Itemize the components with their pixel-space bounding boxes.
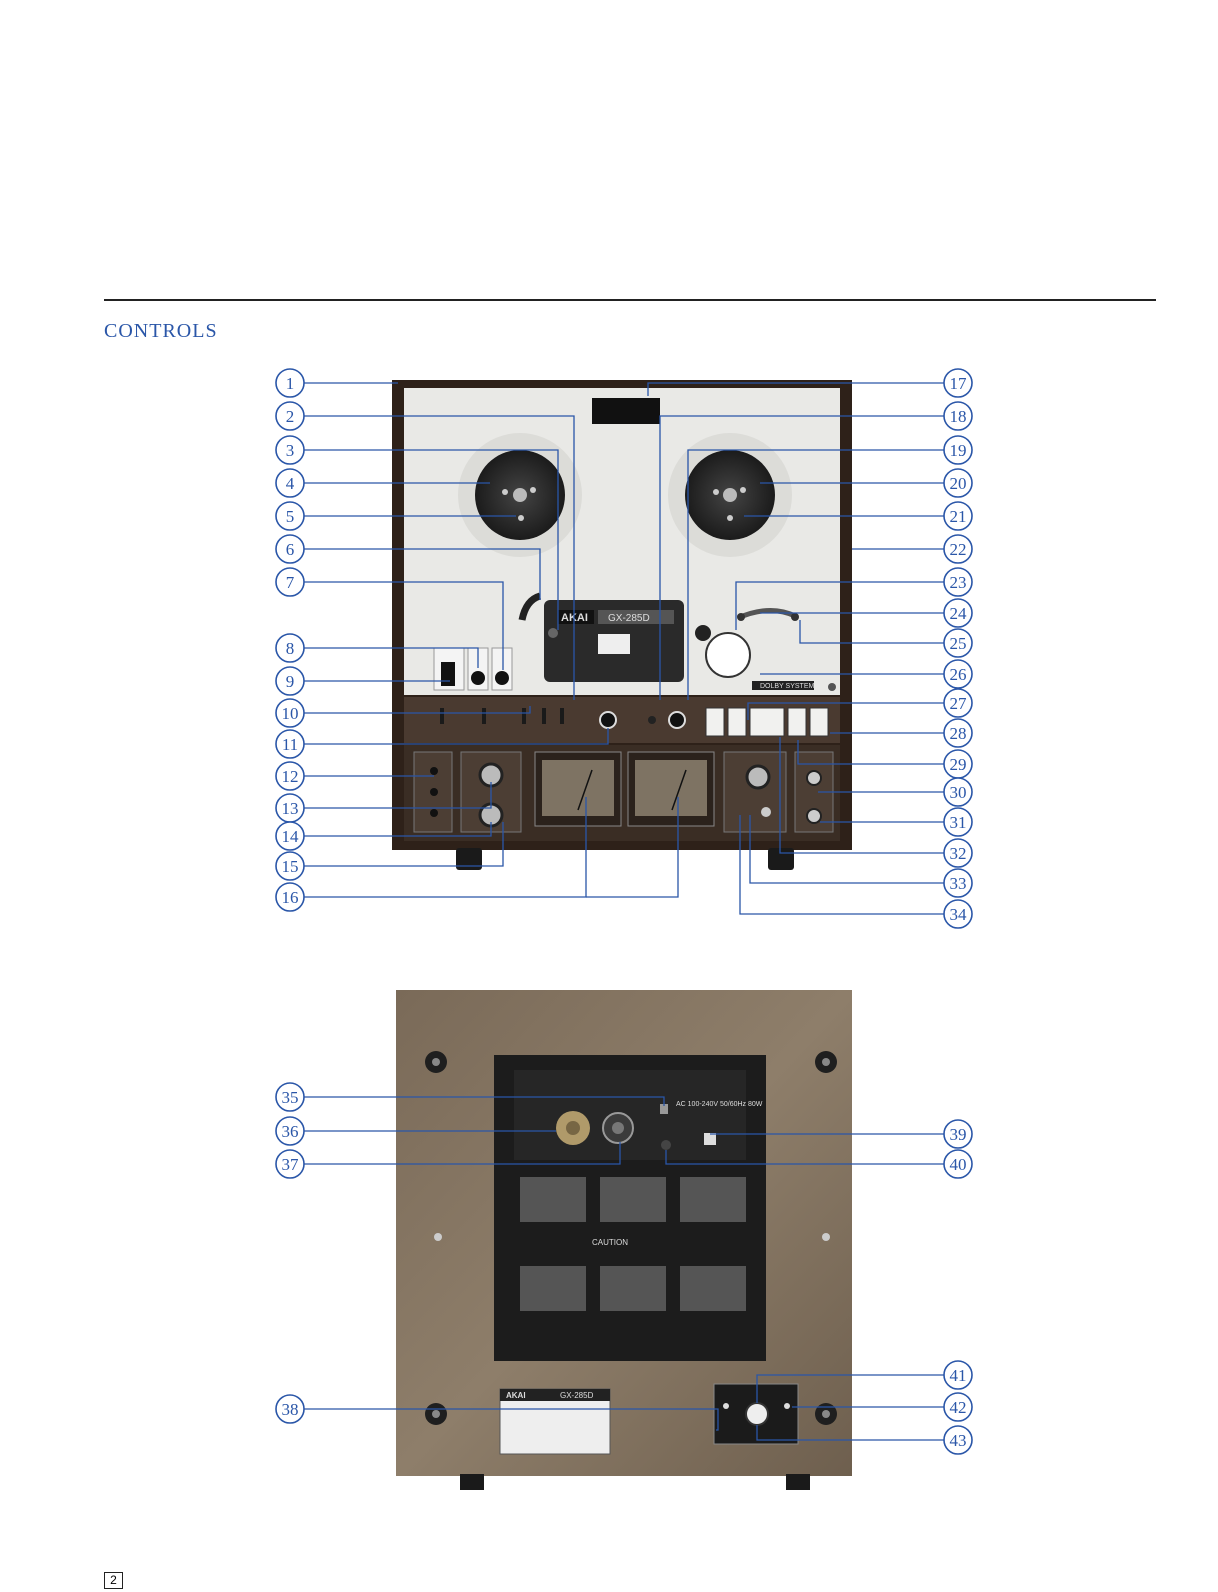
rewind-button: [706, 708, 724, 736]
output-level-knob: [747, 766, 769, 788]
callout-number: 39: [950, 1125, 967, 1144]
callout-number: 36: [282, 1122, 299, 1141]
headphone-jack: [495, 671, 509, 685]
rear-panel-photo: AC 100-240V 50/60Hz 80W CAUTION AKAI GX-…: [396, 990, 852, 1490]
callout-number: 7: [286, 573, 295, 592]
play-button: [728, 708, 746, 736]
callout-number: 42: [950, 1398, 967, 1417]
callout-number: 20: [950, 474, 967, 493]
callout-number: 16: [282, 888, 299, 907]
callout-number: 33: [950, 874, 967, 893]
page-number: 2: [104, 1572, 123, 1589]
callout-number: 22: [950, 540, 967, 559]
stop-button: [750, 708, 784, 736]
callout-number: 28: [950, 724, 967, 743]
rear-callouts-left: 35 36 37 38: [276, 1083, 304, 1423]
callout-number: 18: [950, 407, 967, 426]
callout-number: 25: [950, 634, 967, 653]
callout-number: 6: [286, 540, 295, 559]
callout-number: 21: [950, 507, 967, 526]
callout-number: 40: [950, 1155, 967, 1174]
callout-number: 32: [950, 844, 967, 863]
callout-number: 31: [950, 813, 967, 832]
ac-cord-entry: [661, 1140, 671, 1150]
callout-number: 41: [950, 1366, 967, 1385]
callout-number: 15: [282, 857, 299, 876]
front-model-label: GX-285D: [608, 613, 650, 624]
callout-number: 19: [950, 441, 967, 460]
left-reel-hub: [513, 488, 527, 502]
pinch-roller: [695, 625, 711, 641]
front-foot-left: [456, 848, 482, 870]
callout-number: 26: [950, 665, 967, 684]
rear-model-label: GX-285D: [560, 1391, 594, 1400]
callout-number: 43: [950, 1431, 967, 1450]
callout-number: 1: [286, 374, 295, 393]
power-switch: [441, 662, 455, 686]
left-vu-meter: [542, 760, 614, 816]
callout-number: 17: [950, 374, 968, 393]
front-panel-photo: AKAI GX-285D DOLBY SYSTEM: [392, 380, 852, 870]
callout-number: 3: [286, 441, 295, 460]
rear-callouts-right: 39 40 41 42 43: [944, 1120, 972, 1454]
dolby-label: DOLBY SYSTEM: [760, 683, 815, 690]
front-callouts-right: 17 18 19 20 21 22 23 24 25 26 27 28 29 30 31 32 33 34: [944, 369, 972, 928]
front-foot-right: [768, 848, 794, 870]
rear-power-label: AC 100-240V 50/60Hz 80W: [676, 1101, 763, 1108]
rear-brand-label: AKAI: [506, 1391, 526, 1400]
callout-number: 2: [286, 407, 295, 426]
callout-number: 9: [286, 672, 295, 691]
capstan-guide: [706, 633, 750, 677]
callout-number: 24: [950, 604, 968, 623]
callout-number: 35: [282, 1088, 299, 1107]
callout-number: 37: [282, 1155, 300, 1174]
fast-forward-button: [810, 708, 828, 736]
remote-connector: [746, 1403, 768, 1425]
right-reel-hub: [723, 488, 737, 502]
right-vu-meter: [635, 760, 707, 816]
callout-number: 4: [286, 474, 295, 493]
callout-number: 27: [950, 694, 968, 713]
callout-number: 8: [286, 639, 295, 658]
tape-tension-knob: [600, 712, 616, 728]
rear-foot-left: [460, 1474, 484, 1490]
callout-number: 34: [950, 905, 968, 924]
callout-number: 5: [286, 507, 295, 526]
ac-outlet: [704, 1133, 716, 1145]
callout-number: 12: [282, 767, 299, 786]
caution-label: CAUTION: [592, 1238, 628, 1247]
callout-number: 11: [282, 735, 298, 754]
callout-number: 29: [950, 755, 967, 774]
head-cover-window: [592, 398, 660, 424]
tape-counter-reset: [669, 712, 685, 728]
callout-number: 38: [282, 1400, 299, 1419]
callout-number: 13: [282, 799, 299, 818]
callout-number: 10: [282, 704, 299, 723]
pause-button: [788, 708, 806, 736]
callout-number: 30: [950, 783, 967, 802]
callout-number: 14: [282, 827, 300, 846]
callout-number: 23: [950, 573, 967, 592]
rear-foot-right: [786, 1474, 810, 1490]
phone-jack-knob: [471, 671, 485, 685]
